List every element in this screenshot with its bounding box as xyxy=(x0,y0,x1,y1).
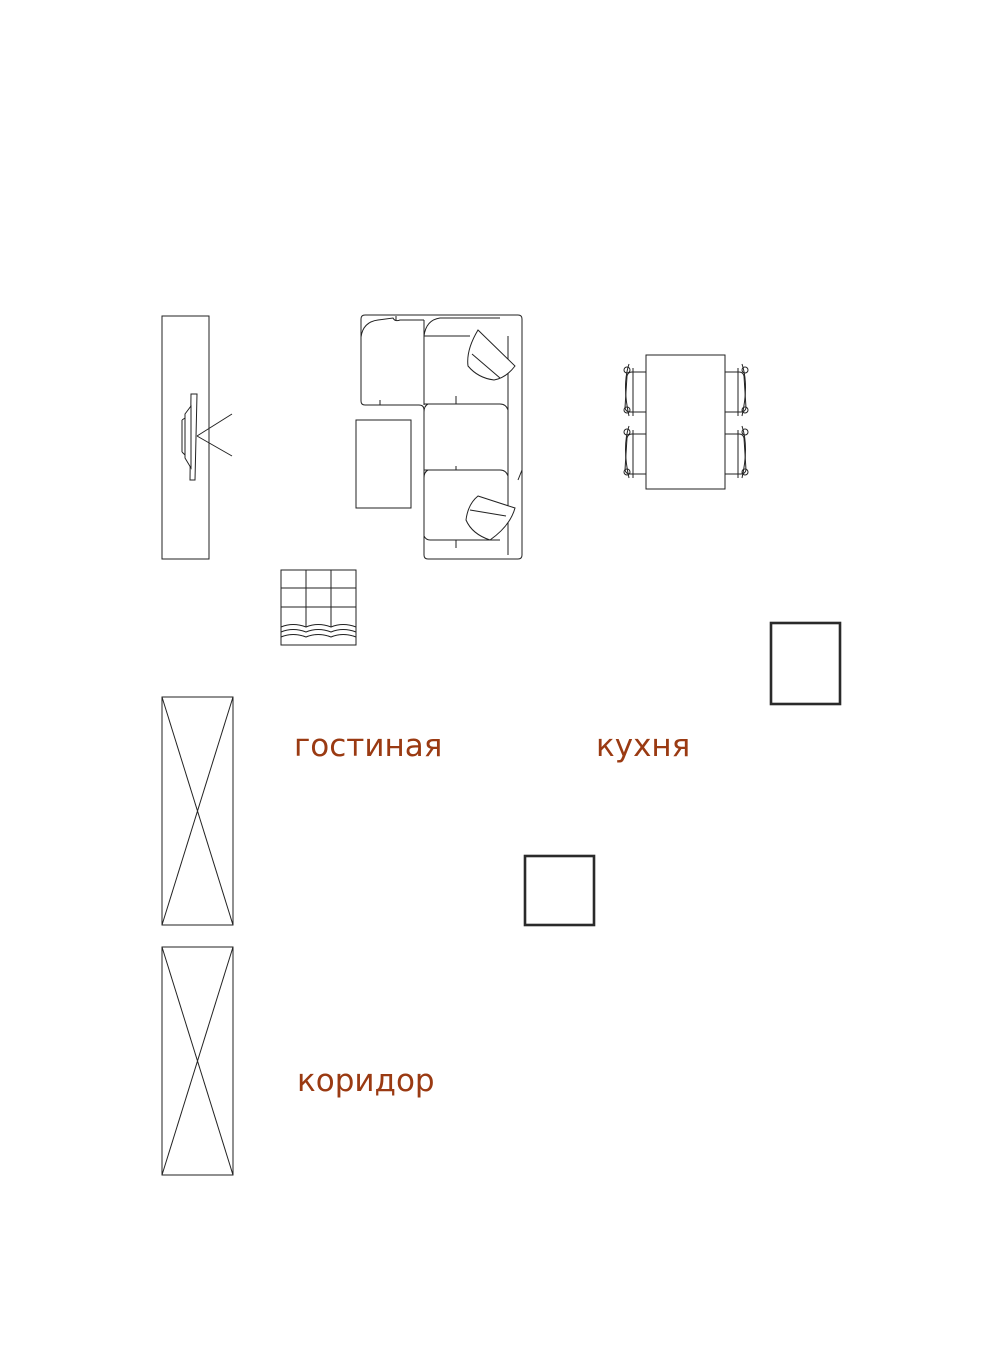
column xyxy=(523,854,596,927)
room-label-corridor: коридор xyxy=(297,1063,435,1099)
corner-sofa xyxy=(360,314,523,560)
wardrobe xyxy=(161,946,234,1176)
dining-chair xyxy=(725,425,749,479)
dining-chair xyxy=(623,425,646,479)
room-label-kitchen: кухня xyxy=(596,728,690,764)
armchair xyxy=(280,569,357,646)
wardrobe xyxy=(161,696,234,926)
dining-chair xyxy=(725,363,749,417)
coffee-table xyxy=(355,419,412,509)
room-label-living-room: гостиная xyxy=(294,728,442,764)
dining-chair xyxy=(623,363,646,417)
column xyxy=(769,621,842,706)
tv xyxy=(181,393,233,481)
dining-table xyxy=(645,354,726,490)
